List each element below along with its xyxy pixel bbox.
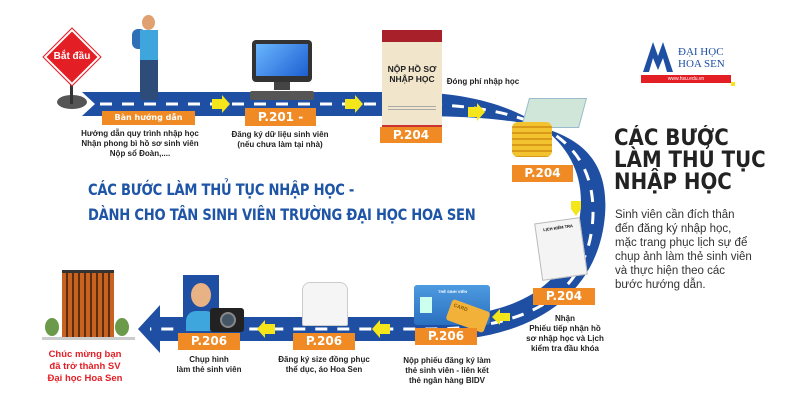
step-tag-p204-fee: P.204 xyxy=(512,165,573,182)
direction-arrows xyxy=(212,95,581,338)
start-label: Bắt đầu xyxy=(53,51,91,62)
side-description: Sinh viên cần đích thân đến đăng ký nhập… xyxy=(615,209,752,291)
computer-icon xyxy=(250,40,314,102)
main-title-line2: DÀNH CHO TÂN SINH VIÊN TRƯỜNG ĐẠI HỌC HO… xyxy=(88,205,476,224)
lotus-logo-icon xyxy=(643,42,673,72)
document-icon: NỘP HỒ SƠ NHẬP HỌC xyxy=(382,30,442,127)
main-title-line1: CÁC BƯỚC LÀM THỦ TỤC NHẬP HỌC - xyxy=(88,180,355,199)
camera-icon xyxy=(210,308,244,332)
step-caption-fee: Đóng phí nhập học xyxy=(446,77,520,86)
student-icon xyxy=(128,15,168,103)
step-tag-p201: P.201 - 202 xyxy=(245,108,316,142)
step-tag-p206-photo: P.206 xyxy=(178,333,240,350)
shirt-icon xyxy=(302,282,348,326)
step-tag-p204-submit: P.204 xyxy=(380,127,442,143)
schedule-paper-icon: LỊCH KIỂM TRA xyxy=(534,217,588,281)
hoa-sen-logo: ĐẠI HỌC HOA SEN www.hsu.edu.vn xyxy=(640,36,736,86)
step-tag-help-desk: Bàn hướng dẫn xyxy=(102,111,195,125)
step-tag-p206-card: P.206 xyxy=(415,328,477,345)
step-tag-p206-uniform: P.206 xyxy=(293,333,355,350)
step-caption-register-data: Đăng ký dữ liệu sinh viên(nếu chưa làm t… xyxy=(231,130,329,149)
step-tag-p204-receive: P.204 xyxy=(533,288,595,305)
university-building-icon xyxy=(62,270,114,338)
